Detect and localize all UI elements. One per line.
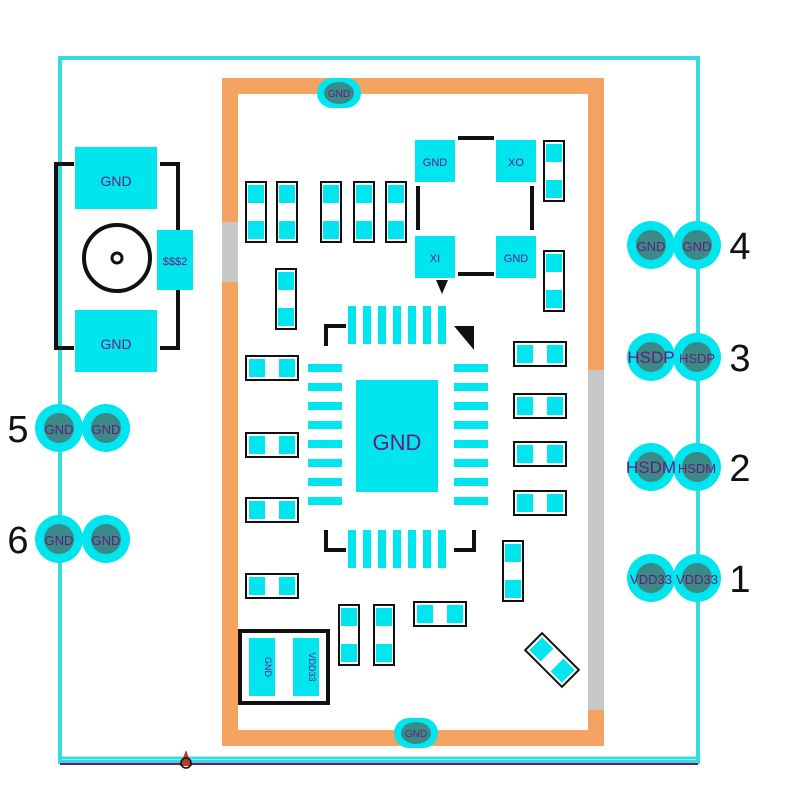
ic-pin-bottom [423,530,431,568]
crystal-gnd-br: GND [504,253,529,265]
pin-number: 1 [729,559,750,601]
ic-pin-left [308,421,342,429]
pin-number: 5 [7,409,28,451]
pin-number: 3 [729,338,750,380]
pin-number: 2 [729,448,750,490]
pin-label-inner: HSDM [678,461,716,476]
pin-hole-outer [636,452,666,482]
pin-label-inner: HSDP [679,351,715,366]
jumper-vdd-label: VDD33 [307,652,317,681]
crystal-xo: XO [508,157,524,169]
ic-pin-left [308,364,342,372]
ic-pin-top [438,306,446,344]
ic-pin-top [423,306,431,344]
ic-pin-left [308,402,342,410]
pin-hole-outer [44,524,74,554]
pin-label-outer: GND [637,239,666,254]
ic-pin-left [308,478,342,486]
ic-pin-bottom [348,530,356,568]
ic-pin-top [348,306,356,344]
ic-pin-bottom [393,530,401,568]
ic-pin-top [363,306,371,344]
pin-hole-inner [682,452,712,482]
ic-pin-left [308,497,342,505]
antenna-connector: GND GND $$$2 [54,147,193,372]
ic-center-label: GND [373,430,422,455]
ic-pin-right [454,383,488,391]
pin-label-inner: GND [92,422,121,437]
pin-number: 6 [7,520,28,562]
pin-label-outer: GND [45,533,74,548]
pin-hole-inner [91,413,121,443]
top-gnd-pad: GND [317,78,361,108]
ic-pins [308,306,488,568]
pin-hole-inner [682,230,712,260]
ic-pin-right [454,440,488,448]
ic-pin-right [454,459,488,467]
ic-pin-top [408,306,416,344]
ic-pin-bottom [378,530,386,568]
ic-pin-right [454,364,488,372]
ic-pin-right [454,421,488,429]
pin-hole-outer [636,230,666,260]
pin-label-outer: VDD33 [630,572,672,587]
header-pin-pair: HSDP HSDP 3 [627,333,751,381]
bottom-gnd-label: GND [405,729,427,740]
bottom-gnd-pad: GND [394,718,438,748]
ic-pin-right [454,497,488,505]
header-pin-pair: GND GND 6 [7,515,130,563]
pin-hole-outer [44,413,74,443]
ic-pin-top [378,306,386,344]
pin-hole-inner [682,342,712,372]
pin-hole-inner [682,563,712,593]
ic-pin-left [308,440,342,448]
ic-pin-top [393,306,401,344]
header-pin-pair: VDD33 VDD33 1 [627,554,751,602]
connector-signal-label: $$$2 [163,256,187,268]
ic-pin-left [308,383,342,391]
pin-label-inner: GND [92,533,121,548]
pin-label-outer: HSDM [626,458,676,477]
pin-label-outer: GND [45,422,74,437]
connector-gnd-bottom: GND [100,336,131,352]
pin-hole-outer [636,342,666,372]
ic-pin-right [454,478,488,486]
ic-pin-bottom [438,530,446,568]
ic-pin-bottom [363,530,371,568]
pin-number: 4 [729,226,750,268]
header-pin-pair: GND GND 4 [627,221,751,269]
pin-label-outer: HSDP [627,348,674,367]
jumper: GND VDD33 [238,629,330,705]
crystal-xi: XI [430,253,440,265]
crystal-gnd-tl: GND [423,157,448,169]
header-pin-pair: GND GND 5 [7,404,130,452]
pin-hole-outer [636,563,666,593]
origin-marker [180,750,192,769]
ic-pin-bottom [408,530,416,568]
top-gnd-label: GND [328,89,350,100]
ic-pin-left [308,459,342,467]
main-ic: GND [308,306,488,568]
ic-pin-right [454,402,488,410]
shield-frame [222,78,604,746]
crystal: GND XO XI GND [415,136,536,294]
pin-label-inner: VDD33 [676,572,718,587]
pin-hole-inner [91,524,121,554]
jumper-gnd-label: GND [263,657,273,678]
pin-label-inner: GND [683,239,712,254]
connector-gnd-top: GND [100,173,131,189]
